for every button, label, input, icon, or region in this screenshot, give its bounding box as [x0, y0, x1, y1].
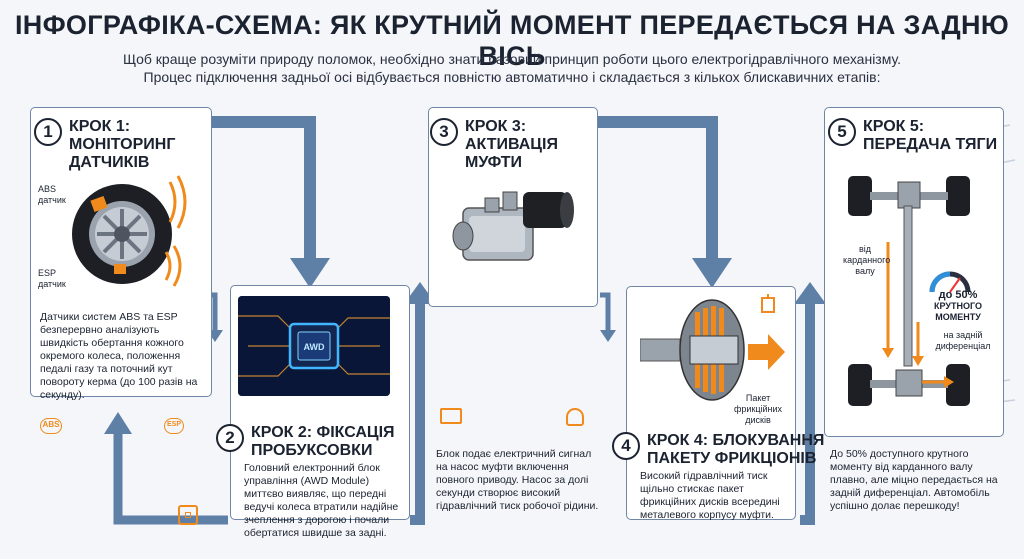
step-4-header: 4 КРОК 4: БЛОКУВАННЯ ПАКЕТУ ФРИКЦІОНІВ — [612, 432, 824, 468]
step-3-header: 3 КРОК 3: АКТИВАЦІЯ МУФТИ — [430, 118, 558, 172]
abs-warning-icon: ABS — [40, 418, 62, 434]
step-2-header: 2 КРОК 2: ФІКСАЦІЯ ПРОБУКСОВКИ — [216, 424, 395, 460]
abs-sensor-label: ABS датчик — [38, 184, 66, 205]
esp-warning-icon: ESP — [164, 418, 184, 434]
step-2-title: КРОК 2: ФІКСАЦІЯ ПРОБУКСОВКИ — [251, 424, 395, 459]
step-5-number: 5 — [828, 118, 856, 146]
step-1-header: 1 КРОК 1: МОНІТОРИНГ ДАТЧИКІВ — [34, 118, 175, 172]
arrow-head-4 — [794, 282, 826, 304]
subtitle-line-2: Процес підключення задньої осі відбуваєт… — [143, 69, 881, 85]
step-5-header: 5 КРОК 5: ПЕРЕДАЧА ТЯГИ — [828, 118, 997, 154]
step-1-title: КРОК 1: МОНІТОРИНГ ДАТЧИКІВ — [69, 118, 176, 171]
arrow-step3-to-step4 — [598, 116, 718, 262]
step-2-description: Головний електронний блок управління (AW… — [244, 462, 399, 539]
awd-chip-illustration: AWD — [238, 296, 390, 396]
step-3-title: КРОК 3: АКТИВАЦІЯ МУФТИ — [465, 118, 558, 171]
esp-sensor-label: ESP датчик — [38, 268, 66, 289]
page-title: ІНФОГРАФІКА-СХЕМА: ЯК КРУТНИЙ МОМЕНТ ПЕР… — [14, 10, 1009, 71]
subtitle-line-1: Щоб краще розуміти природу поломок, необ… — [122, 51, 901, 67]
pressure-icon — [566, 408, 584, 426]
page-subtitle: Щоб краще розуміти природу поломок, необ… — [40, 50, 984, 86]
cpu-icon — [178, 505, 198, 525]
step-5-description: До 50% доступного крутного моменту від к… — [830, 448, 998, 512]
step-4-number: 4 — [612, 432, 640, 460]
arrow-head-1 — [290, 258, 330, 288]
step-4-title: КРОК 4: БЛОКУВАННЯ ПАКЕТУ ФРИКЦІОНІВ — [647, 432, 825, 467]
arrow-step4-to-step5 — [800, 300, 815, 525]
from-driveshaft-label: від карданного валу — [843, 244, 891, 276]
step-2-number: 2 — [216, 424, 244, 452]
drivetrain-illustration — [848, 176, 971, 406]
clutch-pack-illustration — [640, 294, 785, 401]
rear-diff-label: на задній диференціал — [935, 330, 991, 351]
chip-text: AWD — [304, 342, 325, 352]
friction-pack-label: Пакет фрикційних дисків — [734, 393, 783, 425]
step-1-number: 1 — [34, 118, 62, 146]
step-5-title: КРОК 5: ПЕРЕДАЧА ТЯГИ — [863, 118, 998, 153]
pump-illustration — [452, 191, 574, 261]
torque-percent-label: до 50% КРУТНОГО МОМЕНТУ — [934, 289, 982, 323]
step-1-description: Датчики систем ABS та ESP безперервно ан… — [40, 311, 198, 401]
wheel-sensor-illustration — [72, 175, 187, 287]
arrow-step1-to-step2 — [212, 116, 316, 262]
engine-icon — [440, 408, 462, 424]
arrow-head-3 — [692, 258, 732, 288]
step-4-description: Високий гідравлічний тиск щільно стискає… — [640, 470, 780, 521]
step-3-description: Блок подає електричний сигнал на насос м… — [436, 448, 599, 512]
arrow-loop-back — [113, 430, 228, 525]
step-3-number: 3 — [430, 118, 458, 146]
arrow-step2-to-step3 — [410, 300, 425, 525]
